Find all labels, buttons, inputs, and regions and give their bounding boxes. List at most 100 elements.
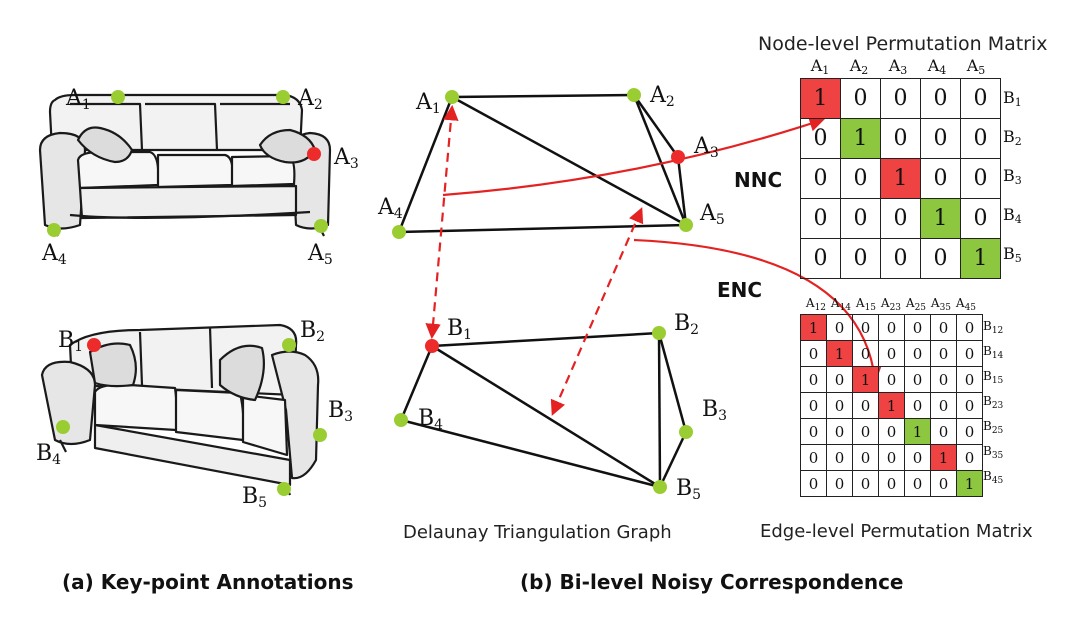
sofa-b-label-1: B1 (58, 328, 84, 355)
graph-node-a3 (671, 150, 685, 164)
sofa-a-label-4: A4 (42, 241, 67, 268)
edge-matrix-cell: 0 (904, 470, 931, 497)
sofa-a-label-5: A5 (308, 241, 333, 268)
sofa-b-label-5: B5 (242, 484, 268, 511)
edge-matrix-cell: 0 (800, 470, 827, 497)
edge-matrix-cell: 0 (800, 366, 827, 393)
graph-title: Delaunay Triangulation Graph (403, 522, 672, 543)
node-matrix-cell: 0 (920, 118, 961, 159)
edge-matrix-cell: 0 (930, 418, 957, 445)
sofa-b-keypoints (56, 338, 327, 496)
node-matrix-cell: 1 (840, 118, 881, 159)
edge-matrix-cell: 0 (852, 444, 879, 471)
node-row-label: B3 (1003, 165, 1022, 187)
edge-matrix-cell: 0 (904, 340, 931, 367)
node-matrix-cell: 0 (840, 78, 881, 119)
edge-matrix-cell: 0 (800, 392, 827, 419)
sofa-a-keypoint-1 (111, 90, 125, 104)
edge-col-header: A23 (880, 296, 902, 313)
edge-row-label: B45 (983, 469, 1004, 487)
node-col-header: A2 (849, 56, 869, 77)
edge-matrix-cell: 0 (852, 392, 879, 419)
edge-matrix-cell: 0 (800, 444, 827, 471)
edge-matrix-cell: 0 (930, 340, 957, 367)
edge-matrix-cell: 0 (826, 366, 853, 393)
edge-matrix-cell: 1 (800, 314, 827, 341)
node-matrix-cell: 0 (880, 118, 921, 159)
edge-matrix-cell: 0 (826, 444, 853, 471)
graph-node-a5 (679, 218, 693, 232)
graph-label-a1: A1 (416, 90, 441, 117)
edge-matrix-cell: 1 (878, 392, 905, 419)
graph-label-b1: B1 (447, 316, 473, 343)
edge-matrix-title: Edge-level Permutation Matrix (760, 521, 1033, 542)
graph-a-edges (397, 93, 688, 234)
node-matrix-cell: 0 (840, 198, 881, 239)
graph-b-nodes (394, 326, 693, 494)
edge-matrix-cell: 0 (904, 444, 931, 471)
edge-col-header: A12 (805, 296, 827, 313)
node-matrix-cell: 0 (840, 238, 881, 279)
node-matrix-cell: 0 (880, 78, 921, 119)
graph-label-a2: A2 (650, 83, 675, 110)
node-matrix-title: Node-level Permutation Matrix (758, 33, 1048, 55)
sofa-a-illustration (38, 93, 332, 237)
graph-b-edges (399, 331, 688, 489)
sofa-b-illustration (40, 323, 320, 496)
sofa-b-keypoint-1 (87, 338, 101, 352)
edge-matrix-cell: 0 (826, 470, 853, 497)
node-matrix-cell: 0 (920, 78, 961, 119)
caption-b: (b) Bi-level Noisy Correspondence (520, 570, 904, 594)
sofa-a-keypoint-4 (47, 223, 61, 237)
node-matrix-cell: 1 (800, 78, 841, 119)
sofa-b-keypoint-3 (313, 428, 327, 442)
edge-matrix-cell: 0 (878, 366, 905, 393)
node-matrix-cell: 0 (800, 118, 841, 159)
graph-node-a1 (445, 90, 459, 104)
sofa-b-keypoint-2 (282, 338, 296, 352)
node-row-label: B4 (1003, 204, 1022, 226)
graph-a-nodes (392, 88, 693, 239)
nnc-tag: NNC (734, 168, 783, 192)
edge-matrix-cell: 0 (826, 392, 853, 419)
sofa-a-label-3: A3 (334, 145, 359, 172)
node-matrix-cell: 0 (960, 78, 1001, 119)
node-row-label: B1 (1003, 87, 1022, 109)
graph-label-a3: A3 (694, 134, 719, 161)
node-col-header: A5 (966, 56, 986, 77)
graph-node-b4 (394, 413, 408, 427)
graph-label-b3: B3 (702, 397, 728, 424)
edge-matrix-cell: 0 (852, 470, 879, 497)
node-matrix-cell: 0 (800, 198, 841, 239)
graph-node-b5 (653, 480, 667, 494)
sofa-a-keypoints (47, 90, 328, 237)
node-matrix-cell: 0 (960, 118, 1001, 159)
sofa-a-keypoint-2 (276, 90, 290, 104)
edge-matrix-cell: 0 (930, 470, 957, 497)
sofa-b-keypoint-4 (56, 420, 70, 434)
node-matrix-cell: 0 (800, 238, 841, 279)
edge-matrix-cell: 0 (956, 340, 983, 367)
node-matrix-cell: 1 (880, 158, 921, 199)
edge-matrix-cell: 0 (956, 444, 983, 471)
edge-matrix-cell: 0 (826, 418, 853, 445)
sofa-a-label-2: A2 (298, 86, 323, 113)
edge-matrix-cell: 0 (878, 314, 905, 341)
edge-col-header: A35 (930, 296, 952, 313)
node-matrix-cell: 0 (960, 198, 1001, 239)
edge-matrix-cell: 0 (956, 366, 983, 393)
edge-col-header: A45 (955, 296, 977, 313)
edge-matrix-cell: 0 (930, 392, 957, 419)
edge-matrix-cell: 0 (852, 314, 879, 341)
enc-tag: ENC (717, 278, 763, 302)
edge-matrix-cell: 1 (826, 340, 853, 367)
sofa-b-keypoint-5 (277, 482, 291, 496)
node-matrix-cell: 0 (960, 158, 1001, 199)
node-matrix-cell: 1 (920, 198, 961, 239)
graph-label-b5: B5 (676, 476, 702, 503)
node-matrix-cell: 0 (920, 238, 961, 279)
graph-node-a4 (392, 225, 406, 239)
edge-matrix-cell: 1 (852, 366, 879, 393)
edge-matrix-cell: 0 (878, 470, 905, 497)
node-matrix-cell: 0 (800, 158, 841, 199)
